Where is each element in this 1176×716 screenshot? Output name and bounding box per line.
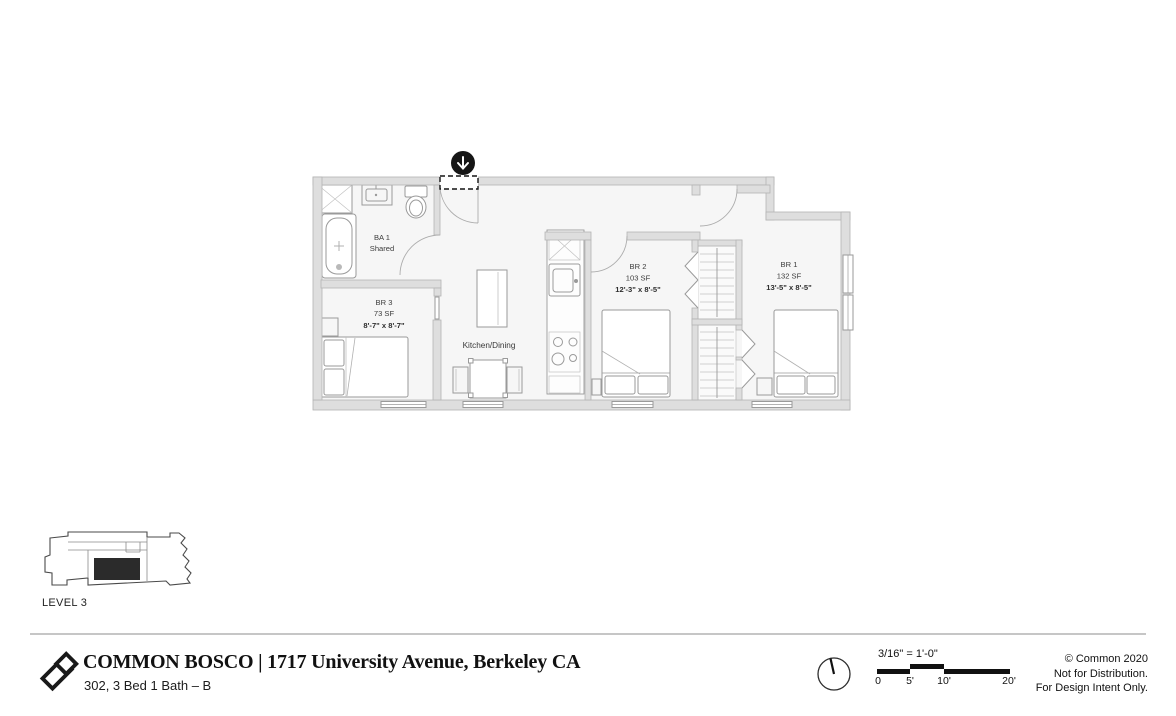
entry-door-swing — [439, 184, 479, 224]
footer-divider — [30, 633, 1146, 635]
kitchen-counter — [546, 229, 585, 395]
scale-tick: 20' — [1002, 675, 1016, 687]
br3-area: 73 SF — [374, 309, 395, 318]
bedroom1-furniture — [756, 309, 839, 398]
scale-segment — [877, 669, 910, 674]
bathroom-fixtures — [317, 184, 428, 279]
scale-tick: 0 — [875, 675, 881, 687]
scale-label: 3/16" = 1'-0" — [878, 648, 938, 660]
window — [380, 401, 427, 408]
exterior-wall-step-top — [765, 211, 851, 221]
scale-segment — [944, 669, 1010, 674]
building-interior-lines — [68, 537, 148, 581]
exterior-wall-top-right — [477, 176, 775, 186]
wall-stub — [433, 287, 442, 297]
br3-door-leaf — [434, 296, 440, 320]
closets — [697, 245, 737, 401]
br1-dims: 13'-5" x 8'-5" — [766, 283, 812, 292]
ba1-label: BA 1 — [374, 233, 390, 242]
key-plan — [44, 531, 192, 586]
level-label: LEVEL 3 — [42, 597, 88, 609]
entry-opening — [439, 175, 479, 190]
stove — [548, 331, 581, 373]
kitchen-label: Kitchen/Dining — [463, 341, 516, 350]
toilet — [404, 185, 428, 219]
unit-location-highlight — [94, 558, 140, 580]
exterior-wall-left — [312, 176, 323, 401]
ba1-sub: Shared — [370, 244, 395, 253]
kitchen-dining-furniture — [452, 229, 585, 399]
kitchen-wall-north — [544, 231, 592, 241]
closet-wall-left — [691, 239, 699, 253]
exterior-wall-bottom — [312, 399, 851, 411]
dining-table — [452, 358, 523, 399]
br1-door-stub — [691, 184, 701, 196]
floor-plan: BA 1 Shared BR 3 73 SF 8'-7" x 8'-7" Kit… — [312, 151, 854, 411]
copyright-block: © Common 2020 Not for Distribution. For … — [1036, 652, 1148, 696]
closet-wall-left — [691, 307, 699, 320]
closet-divider-wall — [691, 318, 743, 326]
kitchen-br2-wall — [584, 239, 592, 401]
bathroom-wall — [433, 184, 441, 236]
br1-wall-north — [736, 184, 771, 194]
room-labels: BA 1 Shared BR 3 73 SF 8'-7" x 8'-7" Kit… — [363, 233, 812, 350]
bed — [773, 309, 839, 398]
common-logo — [39, 651, 79, 692]
br2-area: 103 SF — [626, 274, 651, 283]
unit-subtitle: 302, 3 Bed 1 Bath – B — [84, 678, 212, 693]
shower — [317, 184, 353, 214]
closet-wall-right — [735, 239, 743, 331]
window — [611, 401, 654, 408]
kitchen-sink — [548, 263, 581, 297]
lower-cabinet — [548, 375, 581, 394]
br2-dims: 12'-3" x 8'-5" — [615, 285, 661, 294]
copyright-line: Not for Distribution. — [1053, 667, 1148, 680]
window — [842, 294, 854, 331]
kitchen-island — [476, 269, 508, 328]
br1-door-swing — [699, 188, 738, 227]
br3-dims: 8'-7" x 8'-7" — [363, 321, 405, 330]
windows — [380, 254, 854, 408]
scale-bar: 3/16" = 1'-0" 0 5' 10' 20' — [875, 648, 1027, 687]
br2-wall-north — [626, 231, 701, 241]
br3-wall — [432, 319, 442, 401]
scale-tick: 5' — [906, 675, 914, 687]
br3-label: BR 3 — [376, 298, 393, 307]
sheet-title: COMMON BOSCO | 1717 University Avenue, B… — [83, 651, 581, 673]
scale-segment — [910, 664, 944, 669]
bathroom-wall-south — [320, 279, 442, 289]
copyright-line: © Common 2020 — [1064, 653, 1148, 665]
br1-area: 132 SF — [777, 272, 802, 281]
copyright-line: For Design Intent Only. — [1035, 682, 1148, 695]
down-arrow-icon — [457, 156, 469, 170]
bed — [319, 336, 409, 398]
exterior-wall-top-left — [312, 176, 441, 186]
bedroom2-furniture — [591, 309, 671, 398]
nightstand — [591, 378, 602, 396]
doors — [399, 184, 756, 389]
closet-wall-right — [735, 387, 743, 401]
bathtub — [321, 213, 357, 279]
closet-wall-left — [691, 318, 699, 401]
br2-door-swing — [590, 235, 628, 273]
scale-tick: 10' — [937, 675, 951, 687]
bifold-closet-door — [741, 329, 756, 389]
window — [462, 401, 504, 408]
window — [842, 254, 854, 294]
closet-wall-top — [691, 239, 743, 247]
br2-label: BR 2 — [630, 262, 647, 271]
bathroom-door-swing — [399, 234, 441, 276]
window — [751, 401, 793, 408]
scale-bar-graphic: 0 5' 10' 20' — [875, 661, 1016, 687]
walls — [312, 176, 851, 411]
entry-marker — [439, 151, 479, 190]
bed — [601, 309, 671, 398]
nightstand — [756, 377, 773, 396]
north-indicator-icon — [817, 657, 851, 691]
br1-label: BR 1 — [781, 260, 798, 269]
bifold-closet-door — [684, 251, 699, 309]
closet-wall-right — [735, 356, 743, 361]
